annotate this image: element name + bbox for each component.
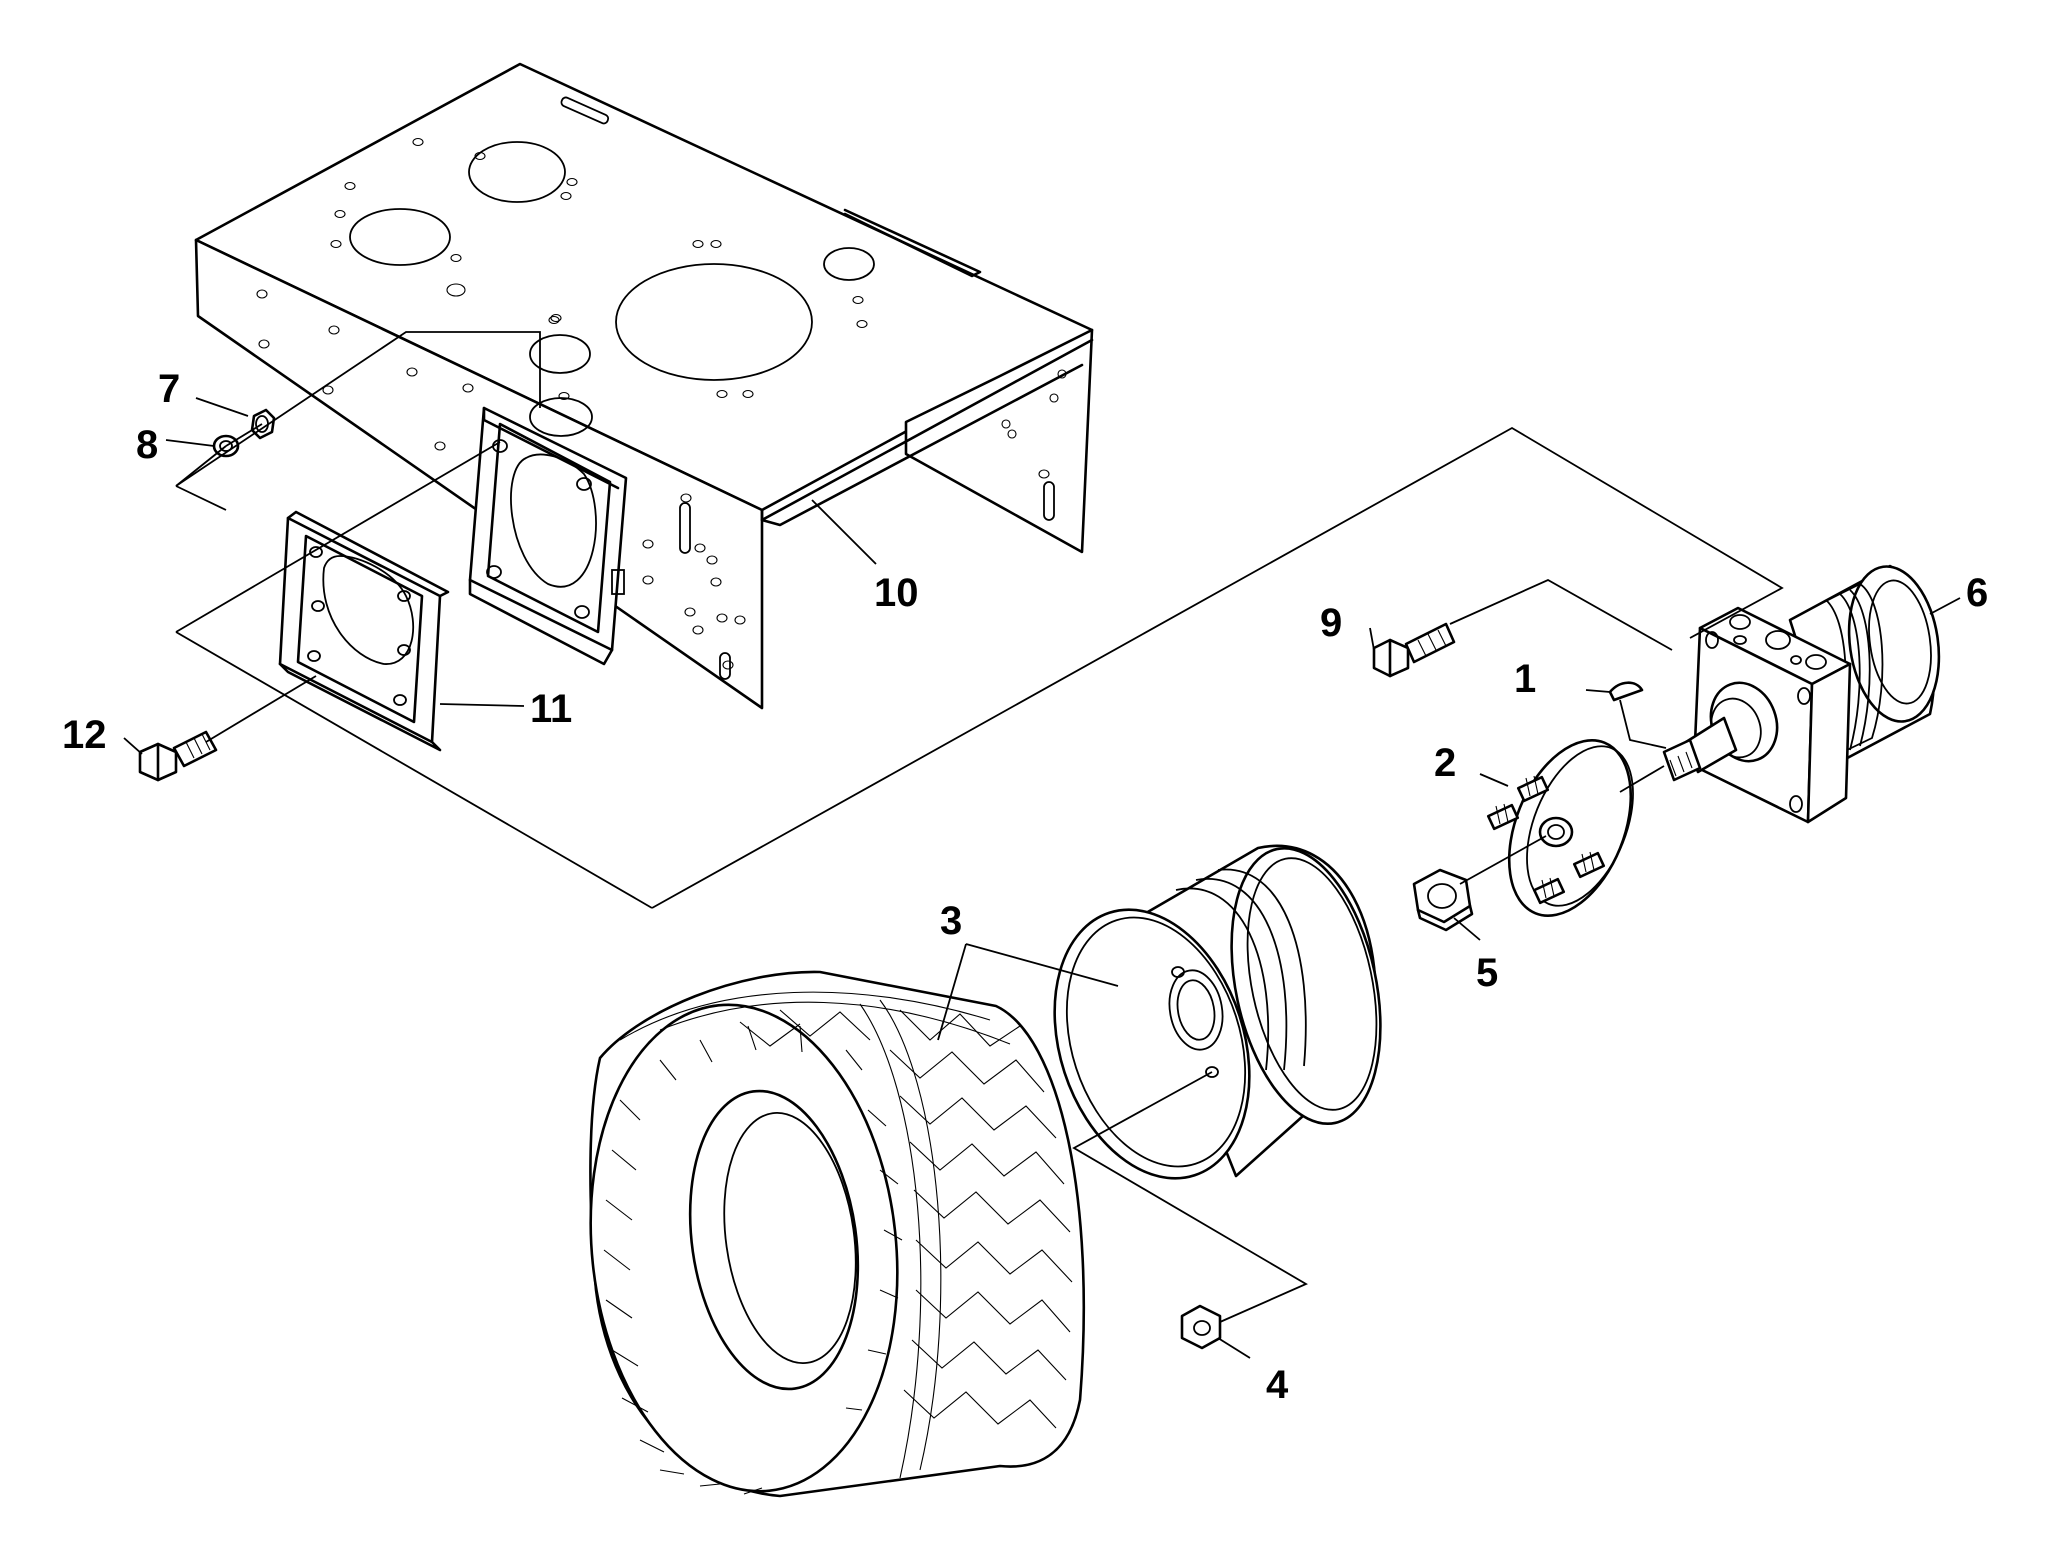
wheel-rim-part-3 [1053, 844, 1382, 1180]
callout-2: 2 [1434, 741, 1456, 785]
callout-leaders [123, 397, 1961, 1359]
callout-3: 3 [940, 899, 962, 943]
callout-4: 4 [1266, 1363, 1289, 1407]
callout-7: 7 [158, 367, 180, 411]
bracket-plate [278, 510, 450, 752]
hex-bolt-part-12 [138, 730, 218, 782]
hex-bolt-part-9 [1372, 622, 1456, 678]
wheel-motor-part-6 [1662, 564, 1941, 824]
wheel-hub-part-2 [1486, 739, 1634, 917]
tire-part-3 [589, 970, 1086, 1498]
assembly-leader-lines [175, 331, 1784, 1323]
callout-5: 5 [1476, 951, 1498, 995]
callout-12: 12 [62, 713, 107, 757]
motor-mount-bracket-installed [468, 406, 628, 666]
woodruff-key-part-1 [1608, 681, 1644, 702]
castle-nut-part-5 [1412, 868, 1474, 932]
callout-1: 1 [1514, 657, 1536, 701]
lug-nut-part-4 [1180, 1304, 1222, 1350]
tire-sidewall-hatching [603, 1025, 903, 1495]
callout-10: 10 [874, 571, 919, 615]
callout-11: 11 [530, 687, 572, 731]
callout-9: 9 [1320, 601, 1342, 645]
tire-tread-pattern [619, 991, 1073, 1479]
callout-6: 6 [1966, 571, 1988, 615]
callout-labels: 1 2 3 4 5 6 7 8 9 10 11 12 [62, 367, 1988, 1407]
callout-8: 8 [136, 423, 158, 467]
